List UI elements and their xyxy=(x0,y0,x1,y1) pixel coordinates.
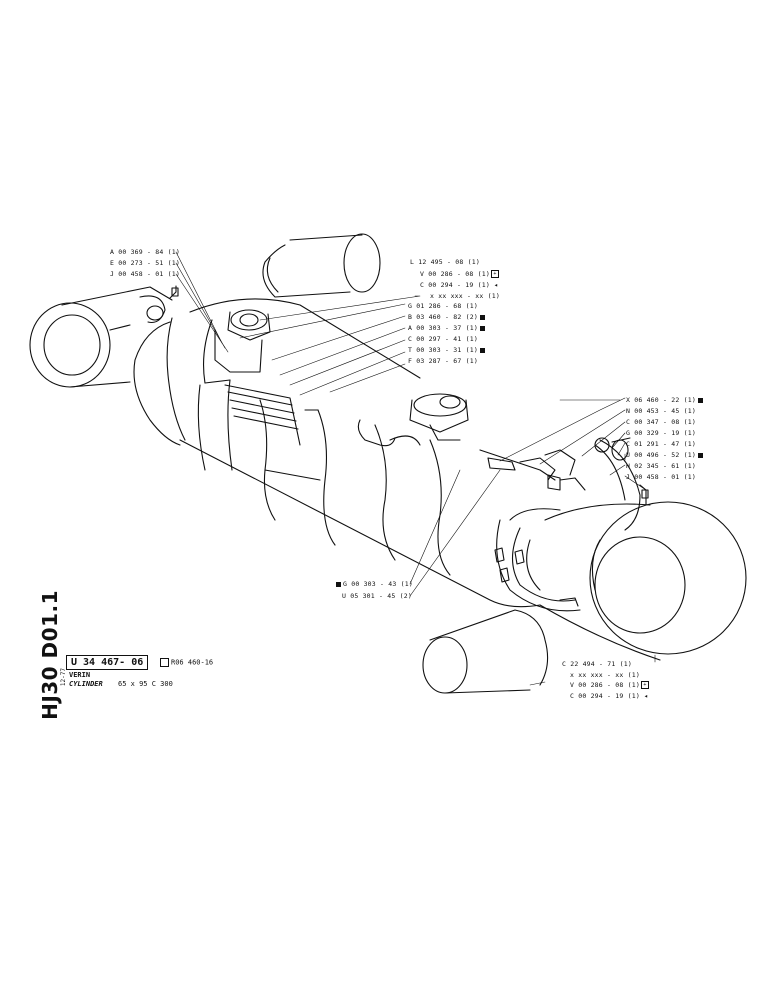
port-fitting-rear xyxy=(214,309,271,373)
callout-a303: A 00 303 - 37 (1) xyxy=(408,324,487,332)
callout-c297: C 00 297 - 41 (1) xyxy=(408,335,478,343)
callout-b03460: B 03 460 - 82 (2) xyxy=(408,313,487,321)
callout-e273: E 00 273 - 51 (1) xyxy=(110,259,180,267)
square-marker-icon xyxy=(336,581,341,587)
square-marker-icon xyxy=(479,347,485,353)
bottom-bushing xyxy=(422,609,549,694)
callout-g329: G 00 329 - 19 (1) xyxy=(626,429,696,437)
spec: 65 x 95 C 300 xyxy=(118,680,173,688)
left-clevis-eye xyxy=(29,285,179,388)
rod-eye xyxy=(539,501,747,661)
callout-v286-bottom: V 00 286 - 08 (1)+ xyxy=(570,681,649,689)
callout-v286-top: V 00 286 - 08 (1)+ xyxy=(420,270,499,278)
square-marker-icon xyxy=(479,325,485,331)
name-en: CYLINDER xyxy=(69,680,103,688)
callout-j458-top: J 00 458 - 01 (1) xyxy=(110,270,180,278)
gland-head xyxy=(494,508,581,612)
leader-lines xyxy=(175,251,656,686)
callout-c294-top: C 00 294 - 19 (1) ◂ xyxy=(420,281,499,289)
callout-u05301: U 05 301 - 45 (2) xyxy=(342,592,412,600)
side-date: 12-77 xyxy=(60,668,67,687)
callout-g01286: G 01 286 - 68 (1) xyxy=(408,302,478,310)
square-marker-icon xyxy=(697,397,703,403)
port-fitting-front xyxy=(409,393,469,441)
square-marker-icon xyxy=(479,314,485,320)
cylinder-barrel xyxy=(133,298,541,608)
callout-t303: T 00 303 - 31 (1) xyxy=(408,346,487,354)
piston-assembly xyxy=(479,437,649,531)
callout-x06460: X 06 460 - 22 (1) xyxy=(626,396,705,404)
callout-g303: G 00 303 - 43 (1) xyxy=(334,580,413,588)
callout-f03287: F 03 287 - 67 (1) xyxy=(408,357,478,365)
part-number: U 34 467- 06 xyxy=(66,655,149,670)
callout-a369: A 00 369 - 84 (1) xyxy=(110,248,180,256)
callout-c294-bottom: C 00 294 - 19 (1) ◂ xyxy=(570,692,649,700)
callout-j458-right: J 00 458 - 01 (1) xyxy=(626,473,696,481)
callout-u496: U 00 496 - 52 (1) xyxy=(626,451,705,459)
callout-h02345: H 02 345 - 61 (1) xyxy=(626,462,696,470)
callout-c347: C 00 347 - 08 (1) xyxy=(626,418,696,426)
callout-n453: N 00 453 - 45 (1) xyxy=(626,407,696,415)
box-icon: + xyxy=(640,681,649,689)
checkbox-icon xyxy=(160,658,169,667)
square-marker-icon xyxy=(697,452,703,458)
name-fr: VERIN xyxy=(69,671,91,679)
callout-c01291: C 01 291 - 47 (1) xyxy=(626,440,696,448)
callout-c22494: C 22 494 - 71 (1) xyxy=(562,660,632,668)
callout-l12495: L 12 495 - 08 (1) xyxy=(410,258,480,266)
side-code: HJ30 D01.1 xyxy=(38,590,62,720)
top-bushing xyxy=(262,233,381,298)
callout-xx-bottom: x xx xxx - xx (1) xyxy=(570,671,640,679)
reference-number: R06 460-16 xyxy=(160,658,213,667)
callout-xx-top: x xx xxx - xx (1) xyxy=(430,292,500,300)
box-icon: + xyxy=(490,270,499,278)
